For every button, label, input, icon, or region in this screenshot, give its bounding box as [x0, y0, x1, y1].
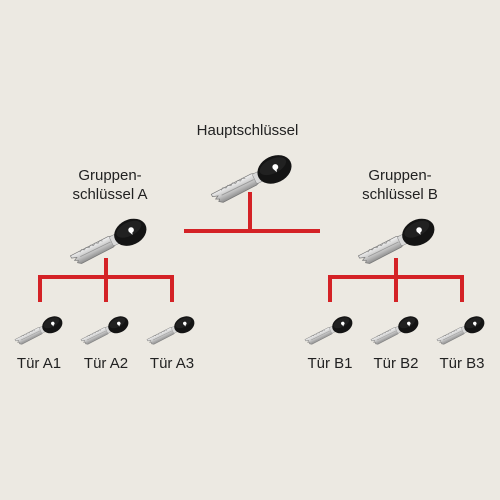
key-icon: [368, 312, 422, 346]
door-a3-label: Tür A3: [149, 355, 195, 372]
group-key-b-label-line2: schlüssel B: [362, 186, 438, 203]
key-icon: [302, 312, 356, 346]
group-a-connector: [38, 258, 174, 302]
group-key-a-label-line1: Gruppen-: [78, 167, 142, 184]
door-a1-label: Tür A1: [16, 355, 62, 372]
group-b-connector: [328, 258, 464, 302]
door-b1-label: Tür B1: [307, 355, 353, 372]
group-key-a-label: Gruppen- schlüssel A: [45, 166, 175, 204]
key-icon: [434, 312, 488, 346]
master-connector: [184, 192, 320, 233]
key-icon: [354, 213, 440, 266]
group-key-b-label-line1: Gruppen-: [368, 167, 432, 184]
door-a2-label: Tür A2: [83, 355, 129, 372]
master-key-label: Hauptschlüssel: [196, 122, 299, 139]
door-b2-label: Tür B2: [373, 355, 419, 372]
key-icon: [207, 149, 297, 205]
key-icon: [66, 213, 152, 266]
key-icon: [144, 312, 198, 346]
key-icon: [12, 312, 66, 346]
key-icon: [78, 312, 132, 346]
group-key-a-label-line2: schlüssel A: [72, 186, 148, 203]
group-key-b-label: Gruppen- schlüssel B: [335, 166, 465, 204]
door-b3-label: Tür B3: [439, 355, 485, 372]
